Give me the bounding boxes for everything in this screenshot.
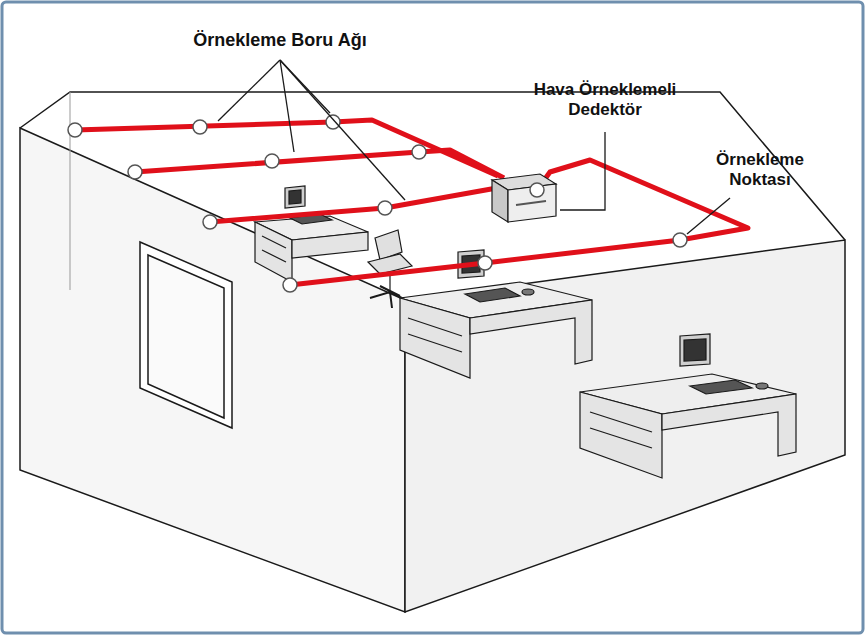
window xyxy=(140,242,232,428)
sampling-pipe xyxy=(135,150,504,178)
sampling-point xyxy=(68,123,82,137)
left-wall xyxy=(20,128,405,612)
drawer-line xyxy=(408,318,462,336)
sampling-point xyxy=(673,233,687,247)
desk-side xyxy=(580,392,662,478)
sampling-point xyxy=(412,145,426,159)
sampling-point xyxy=(283,278,297,292)
back-corner xyxy=(70,92,71,290)
detector-display xyxy=(516,201,546,205)
drawer-line xyxy=(408,334,462,352)
sampling-point xyxy=(478,256,492,270)
window-frame xyxy=(140,242,232,428)
sampling-point xyxy=(128,165,142,179)
leader-line xyxy=(560,132,605,210)
leader-line xyxy=(280,60,405,200)
drawer-line xyxy=(262,250,286,262)
sampling-pipe xyxy=(290,160,748,285)
desk-front xyxy=(470,300,592,364)
leader-line xyxy=(687,198,730,234)
drawer-line xyxy=(590,428,652,448)
sampling-pipe xyxy=(210,186,508,222)
room-outline xyxy=(20,92,845,612)
desk-side xyxy=(255,222,292,282)
chair-post xyxy=(389,274,390,292)
monitor xyxy=(680,334,710,366)
leader-lines xyxy=(218,60,730,234)
sampling-pipe-network xyxy=(75,120,748,285)
desk-front xyxy=(662,394,796,456)
air-sampling-detector xyxy=(492,174,556,222)
sampling-point xyxy=(193,120,207,134)
front-wall xyxy=(405,240,845,612)
drawer-line xyxy=(262,236,286,248)
monitor-screen xyxy=(684,339,706,361)
sampling-points xyxy=(68,115,687,292)
leader-line xyxy=(218,60,280,121)
sampling-point xyxy=(378,201,392,215)
monitor xyxy=(285,186,305,208)
office-chair xyxy=(368,230,412,308)
detector-front xyxy=(508,184,556,222)
callout-label: Hava Örneklemeli Dedektör xyxy=(510,80,700,121)
callout-label: Örnekleme Boru Ağı xyxy=(150,30,410,52)
keyboard xyxy=(690,380,752,394)
sampling-point xyxy=(265,154,279,168)
desk xyxy=(580,334,796,478)
callout-label: Örnekleme Noktası xyxy=(695,150,825,191)
mouse xyxy=(756,383,768,389)
monitor-screen xyxy=(289,190,301,204)
sampling-point xyxy=(326,115,340,129)
mouse xyxy=(522,289,534,295)
desk xyxy=(255,186,368,282)
sampling-point xyxy=(203,215,217,229)
window-pane xyxy=(148,255,224,418)
detector-side xyxy=(492,180,508,222)
sampling-point xyxy=(530,183,544,197)
desk-side xyxy=(400,298,470,378)
drawer-line xyxy=(590,412,652,432)
desk-front xyxy=(292,232,368,258)
keyboard xyxy=(465,288,520,302)
